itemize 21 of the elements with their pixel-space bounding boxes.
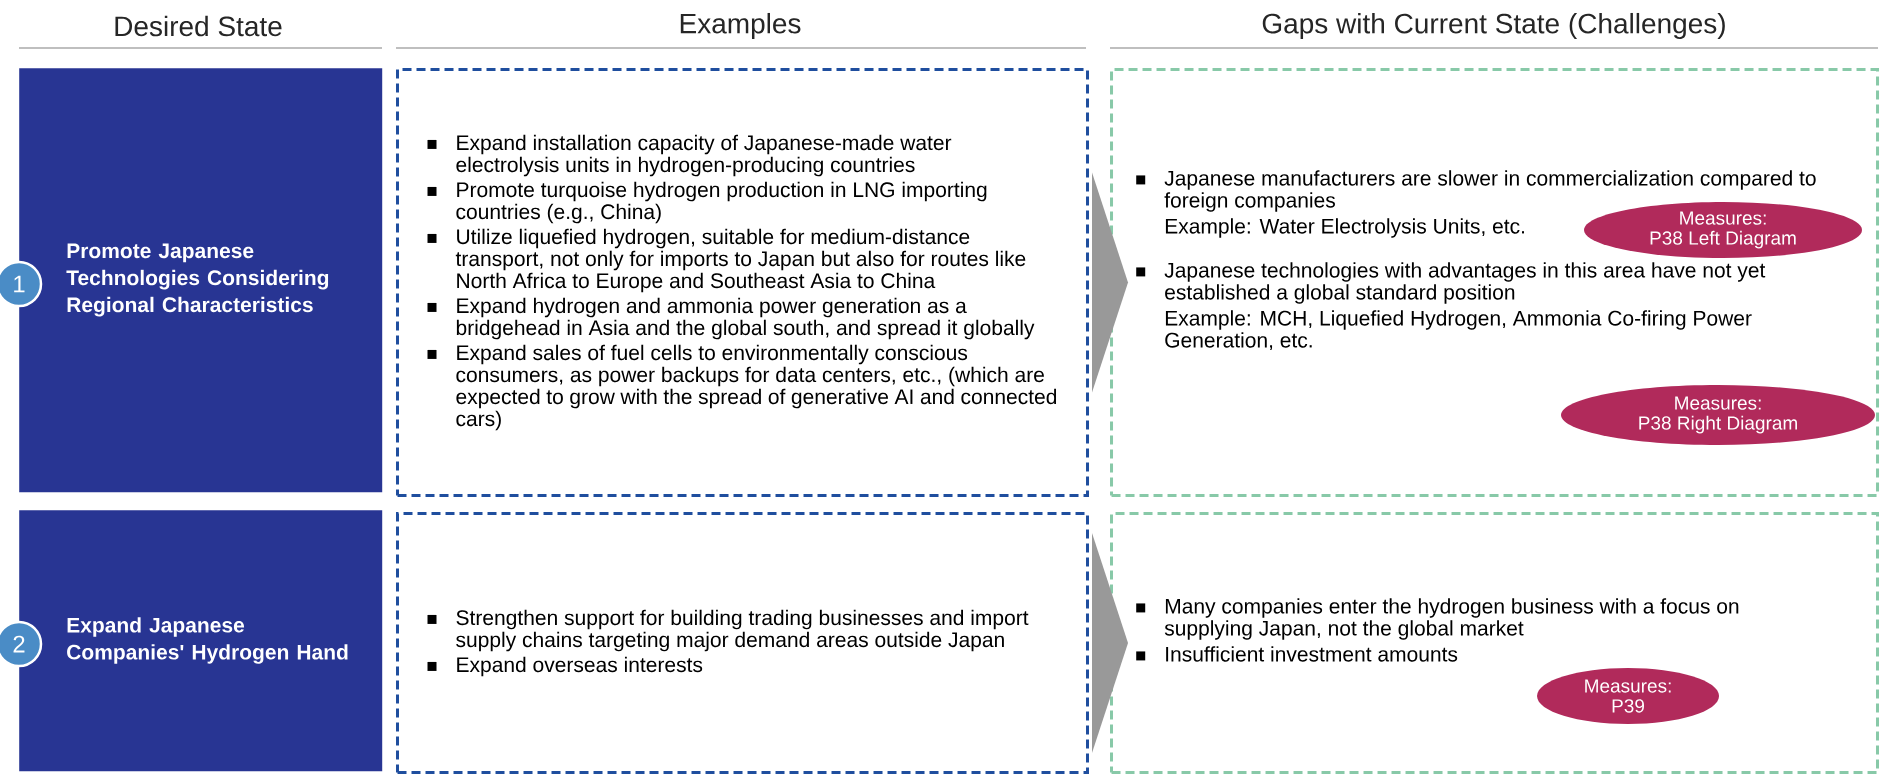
chevron-arrow	[1092, 533, 1128, 753]
bullet-item: Insufficient investment amounts	[1136, 646, 1458, 662]
chevron-arrow	[1092, 172, 1128, 393]
bullet-item: Japanese technologies with advantages in this area have not yet established a global standard position	[1136, 262, 1766, 304]
bullet-item: Promote turquoise hydrogen production in LNG importing countries (e.g., China)	[427, 181, 987, 224]
column-header: Gaps with Current State (Challenges)	[1262, 12, 1725, 40]
dashed-panel	[1110, 68, 1880, 497]
bullet-item: Expand installation capacity of Japanese-made water electrolysis units in hydrogen-producing countries	[427, 134, 952, 177]
column-header: Examples	[680, 12, 801, 40]
example-text: Example: MCH, Liquefied Hydrogen, Ammonia Co-firing Power Generation, etc.	[1165, 310, 1752, 351]
bullet-item: Many companies enter the hydrogen business with a focus on supplying Japan, not the global market	[1136, 598, 1739, 640]
bullet-item: Expand sales of fuel cells to environmentally conscious consumers, as power backups for data centers, etc., (which are expected to grow with the spread of generative AI and connected cars)	[427, 344, 1057, 431]
column-header: Desired State	[115, 15, 282, 37]
dashed-panel	[396, 512, 1089, 774]
bullet-item: Strengthen support for building trading businesses and import supply chains targeting major demand areas outside Japan	[427, 609, 1029, 652]
dashed-panel	[1110, 512, 1880, 774]
bullet-item: Expand overseas interests	[427, 656, 703, 677]
example-text: Example: Water Electrolysis Units, etc.	[1165, 218, 1524, 238]
dashed-panel	[396, 68, 1089, 497]
bullet-item: Expand hydrogen and ammonia power generation as a bridgehead in Asia and the global south, and spread it globally	[427, 297, 1035, 340]
bullet-item: Utilize liquefied hydrogen, suitable for medium-distance transport, not only for imports to Japan but also for routes like North Africa to Europe and Southeast Asia to China	[427, 228, 1026, 293]
